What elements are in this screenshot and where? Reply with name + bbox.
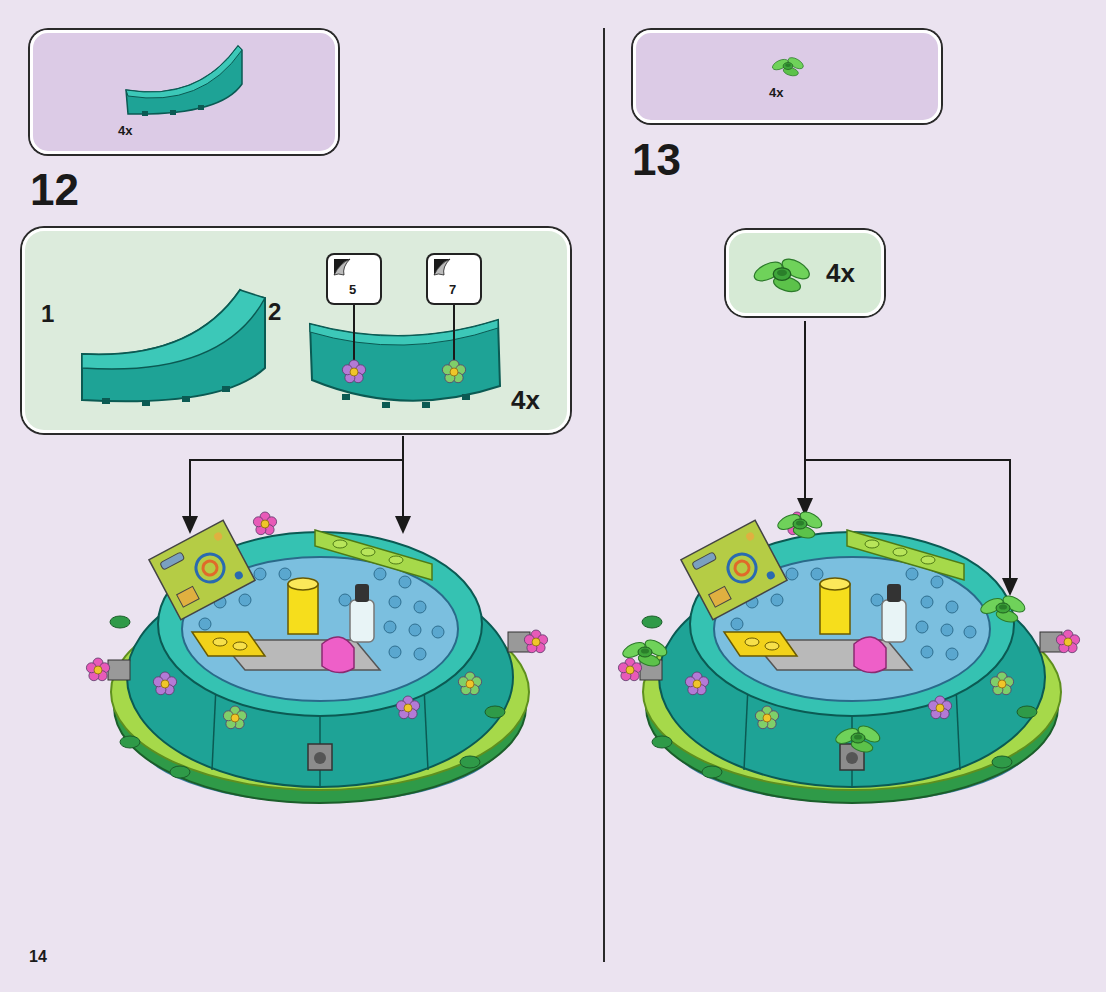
subassembly-art <box>22 228 570 433</box>
sticker-box: 5 <box>328 255 380 303</box>
sticker-number: 7 <box>449 283 456 296</box>
step-number: 12 <box>30 168 79 212</box>
step-label: 2 <box>268 300 281 324</box>
quantity-label: 4x <box>769 86 783 99</box>
model-step-12 <box>86 512 547 803</box>
quantity-label: 4x <box>511 387 540 413</box>
parts-list-box: 4x <box>633 30 941 123</box>
page-number: 14 <box>29 949 47 965</box>
model-step-13 <box>618 512 1079 803</box>
callout-box: 4x <box>726 230 884 316</box>
subassembly-panel: 1 2 4x 5 7 <box>22 228 570 433</box>
part-leaf <box>633 30 941 123</box>
step-label: 1 <box>41 302 54 326</box>
quantity-label: 4x <box>826 260 855 286</box>
column-divider <box>603 28 605 962</box>
parts-list-box: 4x <box>30 30 338 154</box>
part-curved-wall <box>30 30 338 154</box>
added-leaves <box>621 509 1028 754</box>
step-number: 13 <box>632 138 681 182</box>
part-leaf <box>726 230 884 316</box>
quantity-label: 4x <box>118 124 132 137</box>
sticker-number: 5 <box>349 283 356 296</box>
sticker-box: 7 <box>428 255 480 303</box>
